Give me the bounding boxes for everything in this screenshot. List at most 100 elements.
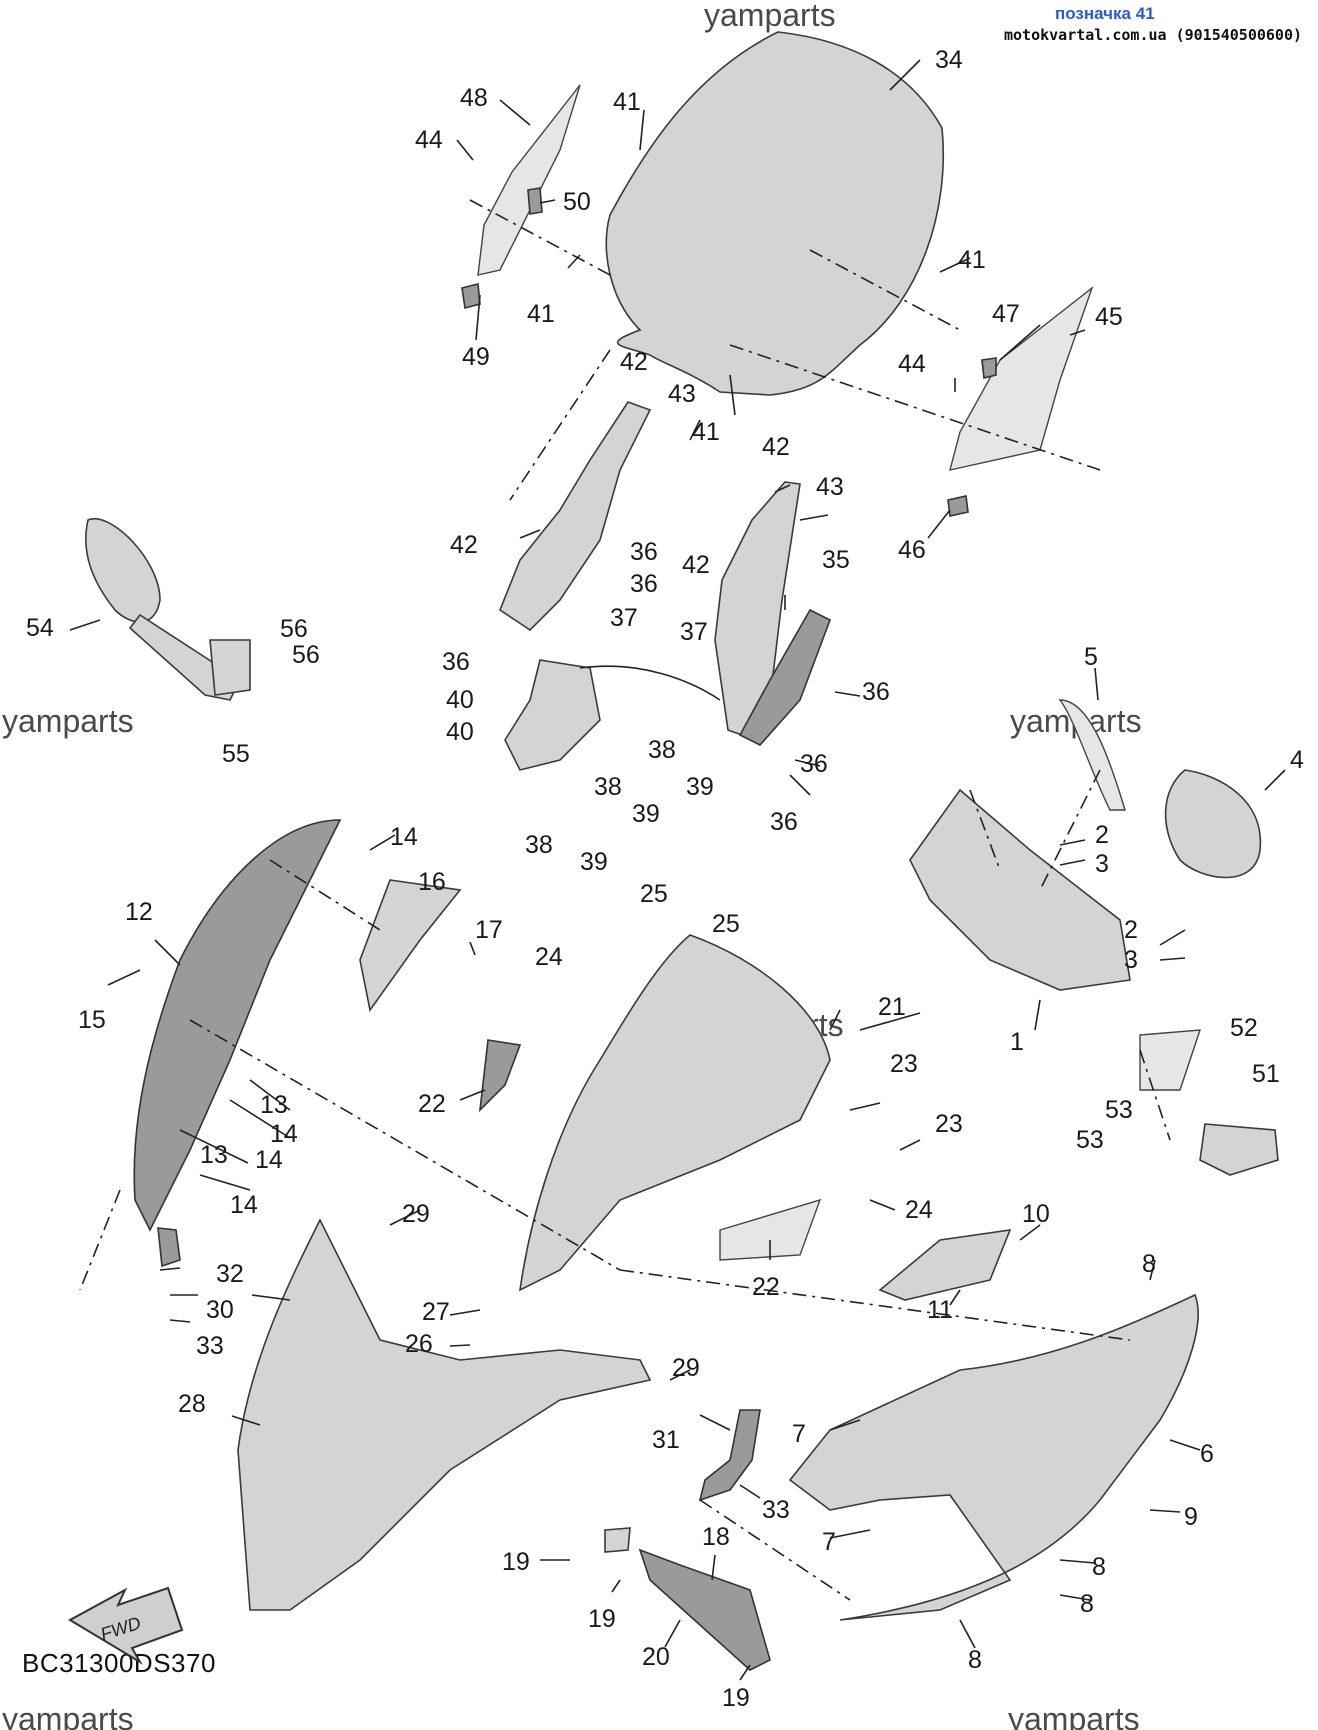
callout-1: 1 <box>1010 1028 1024 1056</box>
callout-22: 22 <box>418 1090 446 1118</box>
callout-11: 11 <box>927 1296 953 1324</box>
callout-labels: 1 2 2 3 3 4 5 6 7 7 8 8 8 8 9 10 11 12 1… <box>26 46 1304 1712</box>
fwd-arrow-icon: FWD <box>67 1586 184 1665</box>
callout-6: 6 <box>1200 1440 1214 1468</box>
callout-46: 46 <box>898 536 926 564</box>
callout-55: 55 <box>222 740 250 768</box>
watermark-text: yamparts <box>2 703 134 739</box>
callout-18: 18 <box>702 1523 730 1551</box>
callout-31: 31 <box>652 1426 680 1454</box>
callout-43: 43 <box>668 380 696 408</box>
callout-36: 36 <box>442 648 470 676</box>
plate-50 <box>527 187 543 215</box>
callout-8: 8 <box>968 1646 982 1674</box>
callout-43: 43 <box>816 473 844 501</box>
callout-53: 53 <box>1076 1126 1104 1154</box>
callout-14: 14 <box>255 1146 283 1174</box>
callout-14: 14 <box>230 1191 258 1219</box>
callout-37: 37 <box>680 618 708 646</box>
callout-24: 24 <box>535 943 563 971</box>
callout-41: 41 <box>958 246 986 274</box>
callout-9: 9 <box>1184 1503 1198 1531</box>
callout-41: 41 <box>613 88 641 116</box>
callout-27: 27 <box>422 1298 450 1326</box>
watermark-text: yamparts <box>2 1701 134 1730</box>
callout-30: 30 <box>206 1296 234 1324</box>
callout-29: 29 <box>402 1200 430 1228</box>
callout-36: 36 <box>770 808 798 836</box>
duct-18 <box>638 1548 771 1671</box>
callout-24: 24 <box>905 1196 933 1224</box>
deflector-right <box>949 285 1094 471</box>
watermark-text: yamparts <box>1008 1701 1140 1730</box>
callout-15: 15 <box>78 1006 106 1034</box>
cable <box>579 665 721 701</box>
plate-47 <box>981 357 997 379</box>
callout-54: 54 <box>26 614 54 642</box>
callout-23: 23 <box>935 1110 963 1138</box>
callout-13: 13 <box>200 1141 228 1169</box>
cover-16 <box>359 879 462 1012</box>
callout-25: 25 <box>640 880 668 908</box>
callout-39: 39 <box>632 800 660 828</box>
callout-20: 20 <box>642 1643 670 1671</box>
callout-49: 49 <box>462 343 490 371</box>
diagram-code: BC31300DS370 <box>22 1648 216 1678</box>
callout-19: 19 <box>502 1548 530 1576</box>
motor-40 <box>504 659 601 771</box>
panel-6 <box>788 1293 1199 1621</box>
housing-1 <box>909 788 1131 991</box>
callout-14: 14 <box>390 823 418 851</box>
callout-26: 26 <box>405 1330 433 1358</box>
callout-41: 41 <box>692 418 720 446</box>
bracket-31 <box>698 1409 761 1502</box>
badge-link[interactable]: позначка 41 <box>1055 4 1155 23</box>
callout-51: 51 <box>1252 1060 1280 1088</box>
callout-19: 19 <box>722 1684 750 1712</box>
callout-2: 2 <box>1095 821 1109 849</box>
callout-45: 45 <box>1095 303 1123 331</box>
callout-39: 39 <box>580 848 608 876</box>
callout-37: 37 <box>610 604 638 632</box>
bracket-49 <box>461 282 481 310</box>
bracket-46 <box>947 495 969 517</box>
callout-35: 35 <box>822 546 850 574</box>
trim-5 <box>1058 699 1126 811</box>
callout-16: 16 <box>418 868 446 896</box>
callout-8: 8 <box>1092 1553 1106 1581</box>
callout-8: 8 <box>1142 1250 1156 1278</box>
plate-10 <box>878 1229 1012 1301</box>
callout-10: 10 <box>1022 1200 1050 1228</box>
callout-28: 28 <box>178 1390 206 1418</box>
callout-42: 42 <box>682 551 710 579</box>
callout-42: 42 <box>450 531 478 559</box>
callout-8: 8 <box>1080 1590 1094 1618</box>
callout-3: 3 <box>1124 946 1138 974</box>
callout-48: 48 <box>460 84 488 112</box>
callout-7: 7 <box>822 1528 836 1556</box>
deflector-left <box>477 84 581 276</box>
callout-3: 3 <box>1095 850 1109 878</box>
callout-40: 40 <box>446 718 474 746</box>
callout-17: 17 <box>475 916 503 944</box>
callout-33: 33 <box>196 1332 224 1360</box>
windshield <box>605 31 945 396</box>
callout-39: 39 <box>686 773 714 801</box>
callout-7: 7 <box>792 1420 806 1448</box>
callout-33: 33 <box>762 1496 790 1524</box>
callout-12: 12 <box>125 898 153 926</box>
ring-4 <box>1164 769 1262 879</box>
callout-56: 56 <box>280 615 308 643</box>
assembly-lines <box>79 199 1171 1601</box>
clip-19 <box>604 1527 631 1553</box>
callout-34: 34 <box>935 46 963 74</box>
callout-42: 42 <box>620 348 648 376</box>
callout-50: 50 <box>563 188 591 216</box>
callout-38: 38 <box>594 773 622 801</box>
callout-41: 41 <box>527 300 555 328</box>
callout-42: 42 <box>762 433 790 461</box>
mirror-51 <box>1199 1123 1279 1176</box>
callout-38: 38 <box>525 831 553 859</box>
stay-arm <box>738 608 832 746</box>
